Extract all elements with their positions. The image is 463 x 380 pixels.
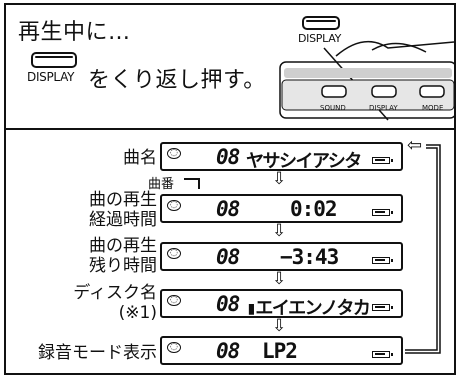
battery-icon bbox=[372, 257, 393, 264]
battery-icon bbox=[372, 157, 393, 164]
device-sound-label: SOUND bbox=[320, 104, 346, 112]
row-label-disc-name: ディスク名 (※1) bbox=[73, 283, 157, 323]
device-mode-label: MODE bbox=[422, 104, 444, 112]
lcd-text: LP2 bbox=[262, 339, 298, 363]
heading-text: 再生中に… bbox=[18, 20, 131, 45]
lcd-text: ▮エイエンノタカ bbox=[246, 298, 371, 319]
track-number: 08 bbox=[216, 245, 240, 269]
device-display-label: DISPLAY bbox=[298, 32, 342, 45]
disc-icon: ◌ bbox=[167, 200, 181, 211]
lcd-remaining: ◌ 08 −3:43 bbox=[160, 242, 403, 271]
lcd-elapsed: ◌ 08 0:02 bbox=[160, 194, 403, 223]
down-arrow-icon: ⇩ bbox=[272, 316, 287, 336]
lcd-rec-mode: ◌ 08 LP2 bbox=[160, 336, 403, 365]
disc-icon: ◌ bbox=[167, 295, 181, 306]
down-arrow-icon: ⇩ bbox=[272, 169, 287, 189]
row-label-elapsed: 曲の再生 経過時間 bbox=[89, 190, 157, 230]
device-display-button-icon bbox=[302, 16, 340, 30]
display-button-icon bbox=[31, 52, 77, 68]
loop-arrow-icon: ⇦ bbox=[407, 135, 423, 156]
track-number: 08 bbox=[216, 292, 240, 316]
row-label-remaining: 曲の再生 残り時間 bbox=[89, 236, 157, 276]
lcd-text: 0:02 bbox=[290, 197, 338, 221]
battery-icon bbox=[372, 304, 393, 311]
track-number: 08 bbox=[216, 339, 240, 363]
section-divider bbox=[4, 128, 456, 130]
track-number: 08 bbox=[216, 145, 240, 169]
display-button-caption: DISPLAY bbox=[27, 70, 75, 84]
down-arrow-icon: ⇩ bbox=[272, 269, 287, 289]
row-label-rec-mode: 録音モード表示 bbox=[38, 343, 157, 363]
track-caption-pointer bbox=[184, 178, 200, 189]
battery-icon bbox=[372, 351, 393, 358]
panel-frame bbox=[4, 3, 456, 375]
instruction-text: をくり返し押す。 bbox=[88, 68, 266, 93]
battery-icon bbox=[372, 209, 393, 216]
down-arrow-icon: ⇩ bbox=[272, 221, 287, 241]
track-number: 08 bbox=[216, 197, 240, 221]
row-label-title: 曲名 bbox=[123, 148, 157, 168]
device-display-button-label: DISPLAY bbox=[369, 104, 398, 112]
track-caption: 曲番 bbox=[148, 177, 175, 192]
lcd-text: ヤサシイアシタ bbox=[246, 151, 362, 172]
disc-icon: ◌ bbox=[167, 248, 181, 259]
device-illustration: DISPLAY SOUND DISPLAY MODE bbox=[276, 8, 456, 126]
disc-icon: ◌ bbox=[167, 148, 181, 159]
disc-icon: ◌ bbox=[167, 342, 181, 353]
lcd-disc-name: ◌ 08 ▮エイエンノタカ bbox=[160, 289, 403, 319]
lcd-text: −3:43 bbox=[280, 245, 339, 269]
device-drawing bbox=[279, 40, 456, 121]
lcd-title: ◌ 08 ヤサシイアシタ bbox=[160, 142, 403, 172]
